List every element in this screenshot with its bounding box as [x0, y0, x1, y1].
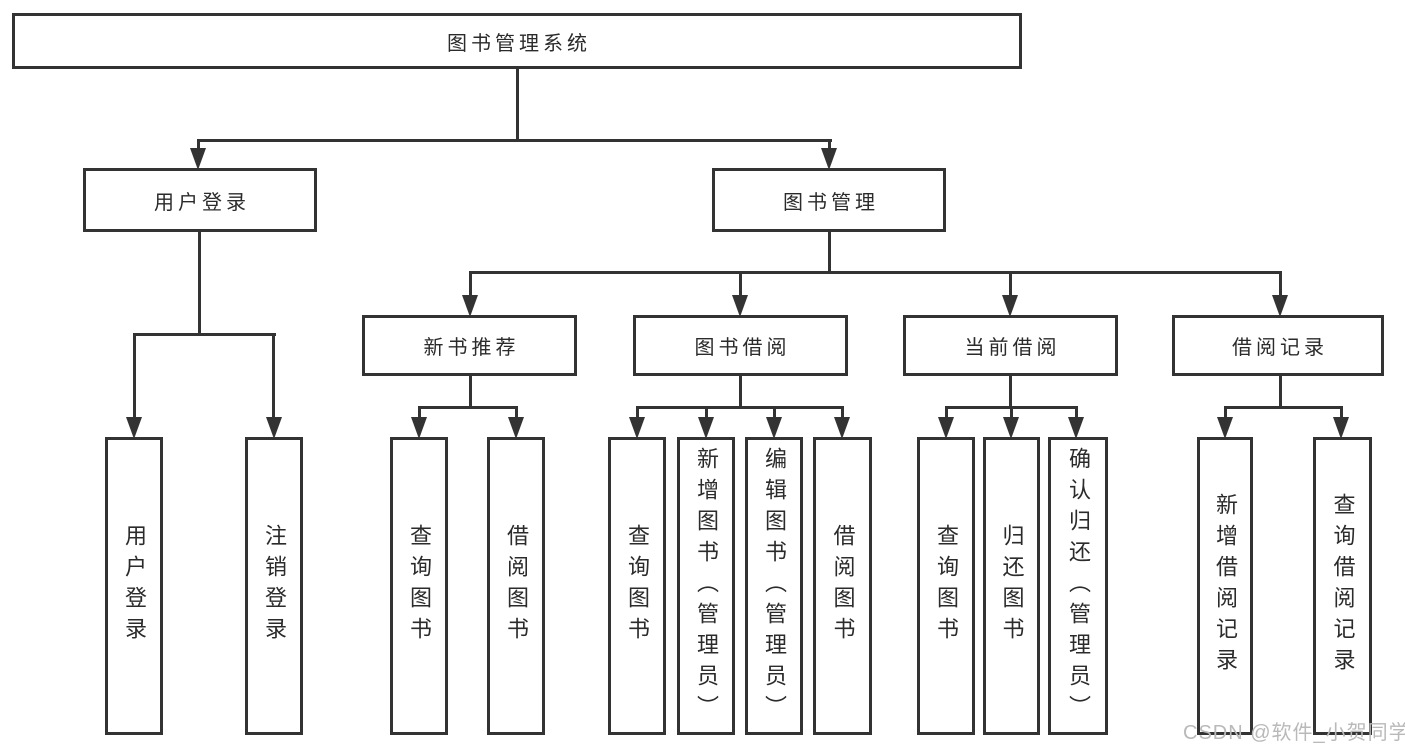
- arrowhead-icon: [821, 148, 837, 170]
- node-leaf-query-books-1: 查询图书: [390, 437, 448, 735]
- connector-line: [1279, 271, 1282, 297]
- csdn-watermark: CSDN @软件_小贺同学: [1183, 722, 1405, 744]
- node-current-borrow: 当前借阅: [903, 315, 1118, 376]
- node-user-login-branch: 用户登录: [83, 168, 317, 232]
- node-book-borrow: 图书借阅: [633, 315, 848, 376]
- connector-line: [636, 406, 844, 409]
- connector-line: [773, 406, 776, 420]
- node-leaf-confirm-return-admin: 确认归还（管理员）: [1048, 437, 1108, 735]
- leaf-label: 注销登录: [262, 524, 287, 648]
- leaf-label: 新增借阅记录: [1213, 493, 1238, 679]
- arrowhead-icon: [1272, 295, 1288, 317]
- connector-line: [828, 139, 831, 153]
- leaf-label: 新增图书（管理员）: [694, 446, 719, 726]
- arrowhead-icon: [126, 417, 142, 439]
- node-new-book-recommend-label: 新书推荐: [423, 337, 520, 359]
- connector-line: [469, 271, 472, 297]
- arrowhead-icon: [508, 417, 524, 439]
- node-book-management-branch-label: 图书管理: [783, 191, 879, 214]
- node-root-label: 图书管理系统: [447, 32, 591, 55]
- leaf-label: 查询图书: [934, 524, 959, 648]
- connector-line: [1224, 406, 1227, 420]
- connector-line: [516, 69, 519, 141]
- arrowhead-icon: [1217, 417, 1233, 439]
- node-leaf-add-books-admin: 新增图书（管理员）: [677, 437, 735, 735]
- arrowhead-icon: [629, 417, 645, 439]
- node-leaf-return-books: 归还图书: [983, 437, 1040, 735]
- connector-line: [1010, 406, 1013, 420]
- connector-line: [945, 406, 948, 420]
- node-root: 图书管理系统: [12, 13, 1022, 69]
- leaf-label: 编辑图书（管理员）: [762, 446, 787, 726]
- arrowhead-icon: [732, 295, 748, 317]
- connector-line: [515, 406, 518, 420]
- connector-line: [1340, 406, 1343, 420]
- arrowhead-icon: [462, 295, 478, 317]
- connector-line: [133, 333, 276, 336]
- node-borrow-records-label: 借阅记录: [1232, 337, 1328, 359]
- node-leaf-query-books-2: 查询图书: [608, 437, 666, 735]
- arrowhead-icon: [190, 148, 206, 170]
- arrowhead-icon: [1333, 417, 1349, 439]
- node-leaf-query-borrow-record: 查询借阅记录: [1313, 437, 1372, 735]
- leaf-label: 查询图书: [625, 524, 650, 648]
- node-leaf-edit-books-admin: 编辑图书（管理员）: [745, 437, 803, 735]
- connector-line: [418, 406, 421, 420]
- connector-line: [469, 376, 472, 409]
- node-leaf-user-login: 用户登录: [105, 437, 163, 735]
- connector-line: [418, 406, 518, 409]
- node-book-management-branch: 图书管理: [712, 168, 946, 232]
- connector-line: [1009, 271, 1012, 297]
- connector-line: [1224, 406, 1343, 409]
- node-leaf-add-borrow-record: 新增借阅记录: [1197, 437, 1253, 735]
- connector-line: [1009, 376, 1012, 409]
- leaf-label: 查询借阅记录: [1330, 493, 1356, 679]
- connector-line: [705, 406, 708, 420]
- leaf-label: 借阅图书: [504, 524, 529, 648]
- connector-line: [197, 139, 200, 153]
- arrowhead-icon: [266, 417, 282, 439]
- connector-line: [636, 406, 639, 420]
- node-leaf-borrow-books-2: 借阅图书: [813, 437, 872, 735]
- leaf-label: 确认归还（管理员）: [1066, 446, 1091, 726]
- arrowhead-icon: [938, 417, 954, 439]
- node-book-borrow-label: 图书借阅: [694, 337, 791, 359]
- arrowhead-icon: [1002, 295, 1018, 317]
- leaf-label: 借阅图书: [830, 524, 856, 648]
- connector-line: [841, 406, 844, 420]
- arrowhead-icon: [834, 417, 850, 439]
- connector-line: [198, 232, 201, 336]
- leaf-label: 查询图书: [407, 524, 432, 648]
- arrowhead-icon: [766, 417, 782, 439]
- arrowhead-icon: [698, 417, 714, 439]
- connector-line: [272, 333, 275, 417]
- node-user-login-branch-label: 用户登录: [154, 191, 250, 214]
- node-current-borrow-label: 当前借阅: [964, 337, 1061, 359]
- node-borrow-records: 借阅记录: [1172, 315, 1384, 376]
- node-leaf-query-books-3: 查询图书: [917, 437, 975, 735]
- connector-line: [197, 139, 832, 142]
- connector-line: [739, 271, 742, 297]
- leaf-label: 用户登录: [122, 524, 147, 648]
- arrowhead-icon: [411, 417, 427, 439]
- node-leaf-logout: 注销登录: [245, 437, 303, 735]
- arrowhead-icon: [1003, 417, 1019, 439]
- connector-line: [739, 376, 742, 409]
- leaf-label: 归还图书: [999, 524, 1025, 648]
- connector-line: [1279, 376, 1282, 409]
- node-new-book-recommend: 新书推荐: [362, 315, 577, 376]
- connector-line: [469, 271, 1282, 274]
- connector-line: [1075, 406, 1078, 420]
- connector-line: [133, 333, 136, 417]
- connector-line: [828, 232, 831, 274]
- node-leaf-borrow-books-1: 借阅图书: [487, 437, 545, 735]
- arrowhead-icon: [1068, 417, 1084, 439]
